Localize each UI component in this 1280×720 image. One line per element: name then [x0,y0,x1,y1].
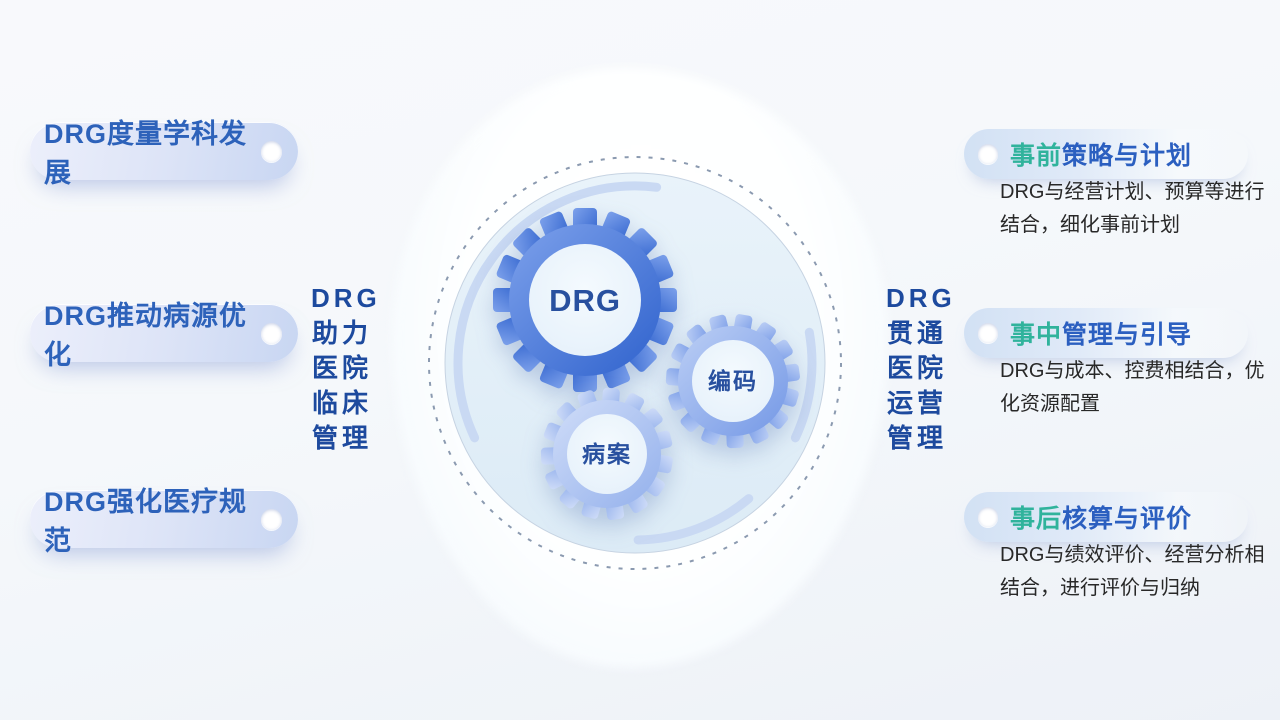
section-title-highlight: 事中 [1010,321,1063,349]
bullet-dot [261,322,282,344]
section-title-highlight: 事前 [1010,142,1063,170]
gear-label-coding: 编码 [708,368,758,394]
section-title: 事后核算与评价 [1010,499,1192,535]
dashed-circle [428,156,842,570]
right-item-in-event-desc: DRG与成本、控费相结合，优化资源配置 [1000,360,1265,415]
decor-arc-right [790,327,817,443]
section-title-rest: 管理与引导 [1062,321,1193,349]
vertical-line: DRG [886,283,956,313]
left-item-standards: DRG强化医疗规范 [30,487,298,556]
vertical-line: 医院 [886,353,947,383]
section-title: 事前策略与计划 [1010,136,1192,172]
right-item-post-event-desc: DRG与绩效评价、经营分析相结合，进行评价与归纳 [1000,544,1265,599]
vertical-line: 助力 [311,318,372,348]
left-item-label: DRG推动病源优化 [44,301,247,370]
left-item-patient-source: DRG推动病源优化 [30,301,298,370]
section-title: 事中管理与引导 [1010,315,1192,351]
section-title-rest: 核算与评价 [1062,505,1193,533]
vertical-line: 运营 [886,388,947,418]
vertical-line: 贯通 [886,318,947,348]
gear-label-drg: DRG [549,283,621,318]
section-title-highlight: 事后 [1010,505,1063,533]
bullet-dot [978,323,998,343]
left-item-label: DRG强化医疗规范 [44,487,247,556]
left-vertical-caption: DRG 助力 医院 临床 管理 [311,281,381,456]
left-item-label: DRG度量学科发展 [44,119,247,188]
right-item-post-event-header: 事后核算与评价 [964,492,1248,542]
vertical-line: DRG [311,283,381,313]
decor-arcs [453,181,817,545]
left-item-discipline: DRG度量学科发展 [30,119,298,188]
gear-drg-icon: DRG [493,208,677,392]
vertical-line: 管理 [311,423,372,453]
right-item-pre-event-header: 事前策略与计划 [964,129,1248,179]
gear-coding-icon: 编码 [665,314,801,449]
vertical-line: 医院 [311,353,372,383]
right-item-pre-event-desc: DRG与经营计划、预算等进行结合，细化事前计划 [1000,181,1265,236]
vertical-line: 临床 [311,388,372,418]
vertical-line: 管理 [886,423,947,453]
gear-medical-record-icon: 病案 [540,387,673,521]
decor-arc-bottom [633,494,754,545]
right-item-in-event-header: 事中管理与引导 [964,308,1248,358]
bullet-dot [261,508,282,530]
bullet-dot [261,140,282,162]
gear-diagram: DRG 编码 病案 [428,156,842,570]
bullet-dot [978,507,998,527]
gear-label-medical-record: 病案 [582,441,632,467]
bullet-dot [978,144,998,164]
section-title-rest: 策略与计划 [1062,142,1193,170]
right-vertical-caption: DRG 贯通 医院 运营 管理 [886,281,956,456]
decor-arc-left [453,181,662,443]
